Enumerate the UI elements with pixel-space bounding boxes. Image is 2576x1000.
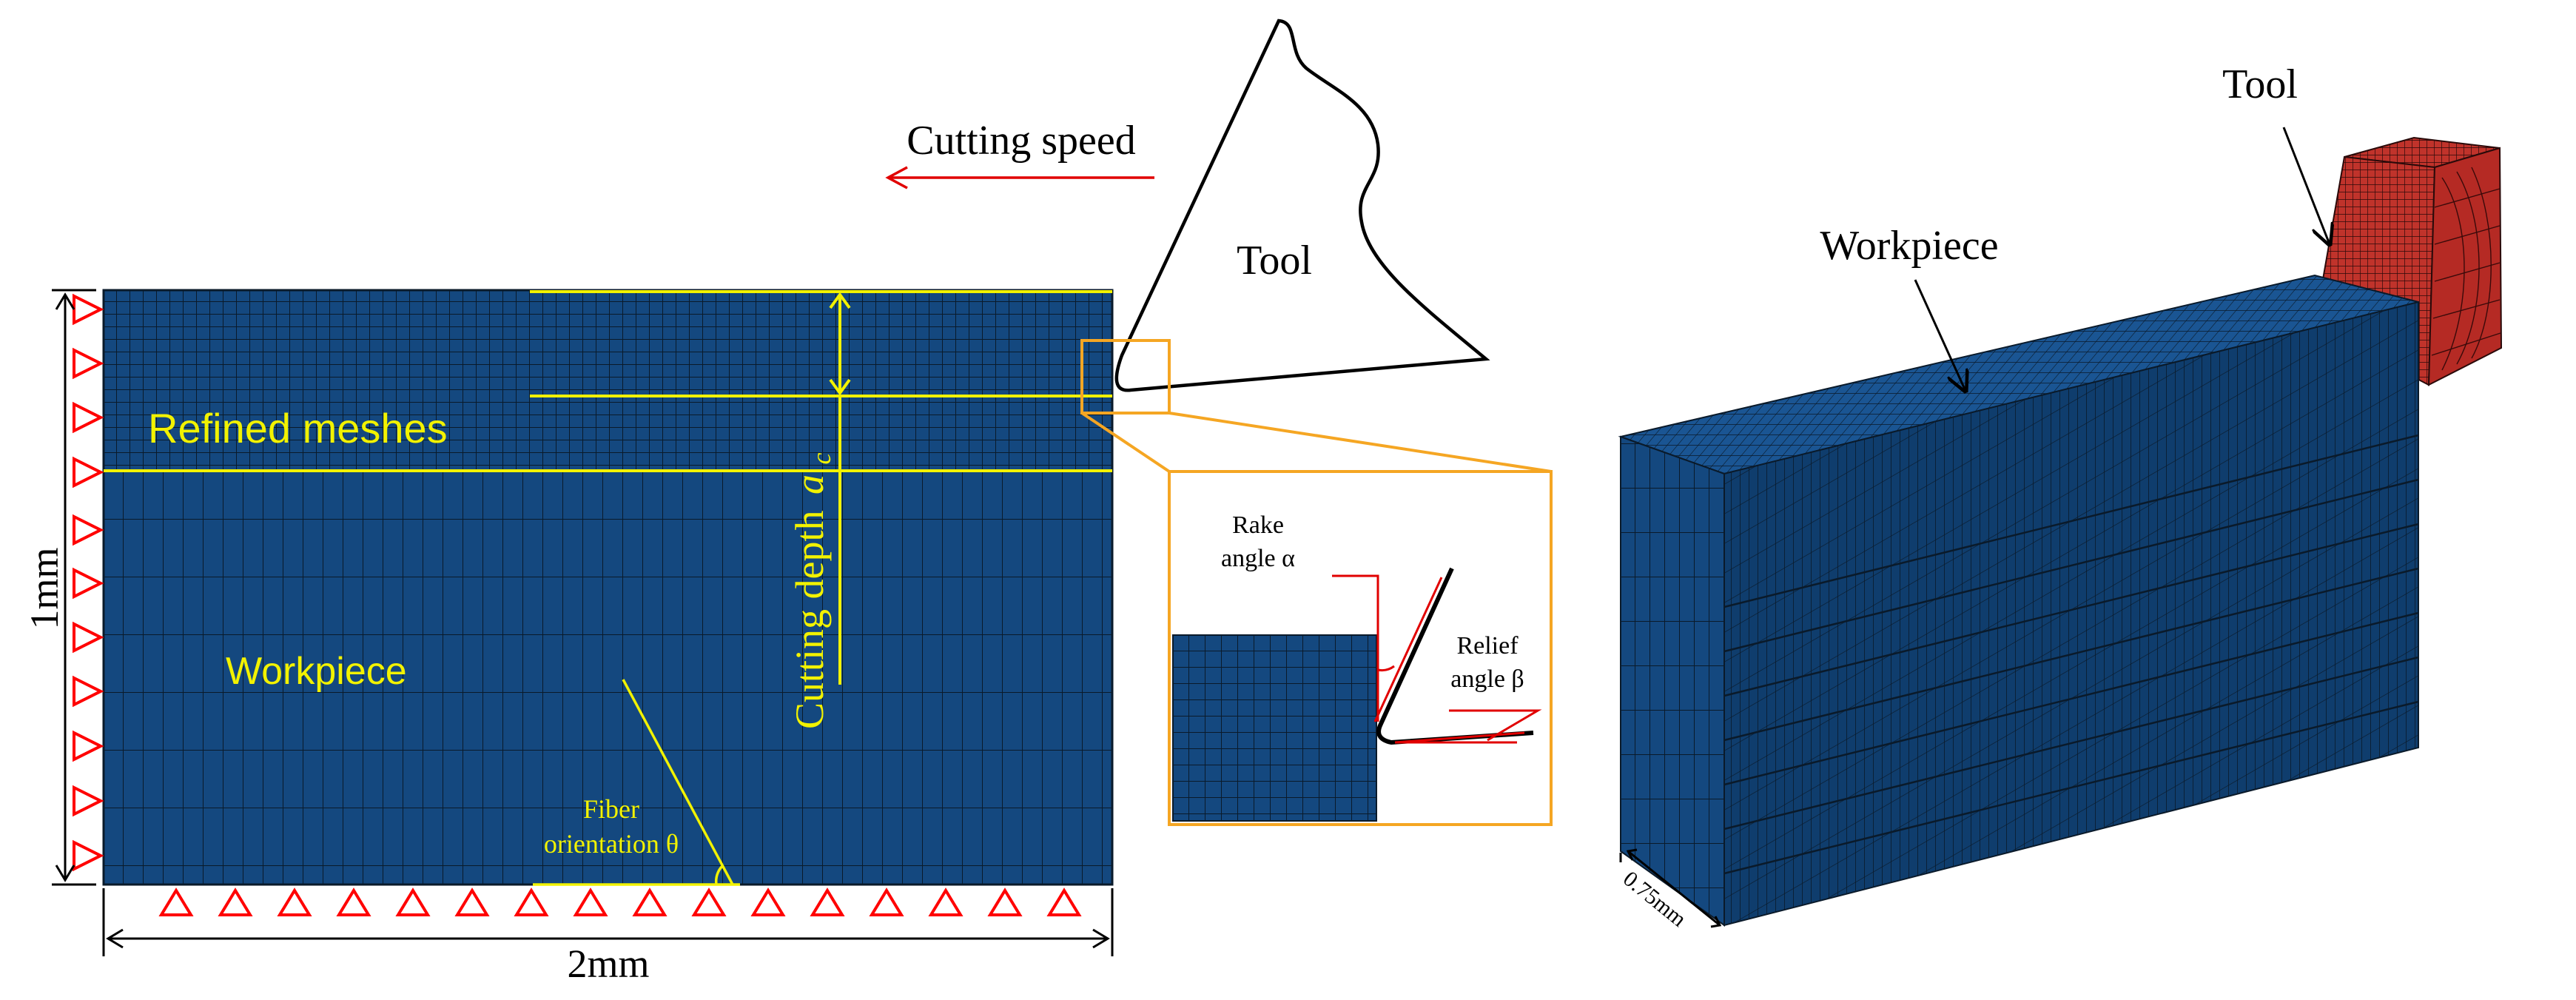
tool-label-2d: Tool	[1237, 238, 1312, 283]
mesh-annotations: Cutting depth a c Refined meshes Workpie…	[104, 290, 1112, 730]
workpiece-label-2d: Workpiece	[226, 650, 407, 693]
rake-label-line1: Rake	[1232, 511, 1284, 539]
tool-3d-side-mesh	[2431, 167, 2501, 371]
rake-face-red	[1373, 577, 1443, 722]
left-boundary-supports	[73, 293, 104, 872]
fiber-line	[622, 679, 734, 885]
thickness-dimension	[1619, 848, 1722, 928]
fiber-label-line2: orientation θ	[544, 829, 679, 859]
zoom-source-box	[1080, 339, 1171, 415]
height-dimension	[52, 289, 96, 886]
fiber-orientation: Fiber orientation θ	[533, 679, 740, 886]
workpiece-leader-3d	[1914, 279, 1965, 391]
cutting-depth-arrow	[829, 292, 851, 685]
right-panel: Tool Workpiece 0.75mm	[1618, 61, 2503, 932]
tool-tip-detail	[1376, 567, 1534, 745]
fiber-label-line1: Fiber	[583, 794, 639, 824]
bottom-boundary-supports	[158, 887, 1082, 916]
tool-outline-2d	[1114, 19, 1490, 392]
fiber-angle-arc	[714, 865, 724, 885]
rake-label-line2: angle α	[1221, 545, 1295, 572]
refined-mesh-region	[104, 290, 1112, 471]
height-label: 1mm	[22, 547, 67, 629]
workpiece-label-3d: Workpiece	[1820, 223, 1998, 269]
workpiece-3d-layer-lines	[1724, 434, 2419, 875]
tool-3d-side	[2427, 147, 2503, 386]
width-label: 2mm	[567, 942, 649, 986]
cutting-depth-label: Cutting depth a c	[787, 453, 836, 730]
workpiece-3d-side	[1724, 301, 2419, 927]
rake-angle-marker	[1332, 574, 1395, 722]
width-dimension	[102, 888, 1114, 956]
tool-label-3d: Tool	[2222, 61, 2298, 107]
workpiece-3d	[1618, 274, 2419, 927]
left-panel: Cutting depth a c Refined meshes Workpie…	[22, 19, 1553, 986]
tool-leader-3d	[2282, 127, 2330, 244]
zoom-detail-frame	[1168, 470, 1553, 826]
detail-mesh	[1172, 634, 1377, 822]
relief-angle-marker	[1394, 709, 1542, 744]
detail-view: Rake angle α Relief angle β	[1172, 511, 1542, 822]
relief-label-line1: Relief	[1456, 632, 1519, 660]
workpiece-3d-front	[1620, 435, 1725, 927]
cutting-speed-arrow	[885, 166, 1154, 189]
workpiece-mesh-2d	[102, 289, 1114, 886]
zoom-indicator	[1080, 339, 1553, 826]
relief-label-line2: angle β	[1450, 665, 1524, 693]
cutting-speed-label: Cutting speed	[907, 118, 1136, 164]
refined-meshes-label: Refined meshes	[148, 405, 448, 452]
